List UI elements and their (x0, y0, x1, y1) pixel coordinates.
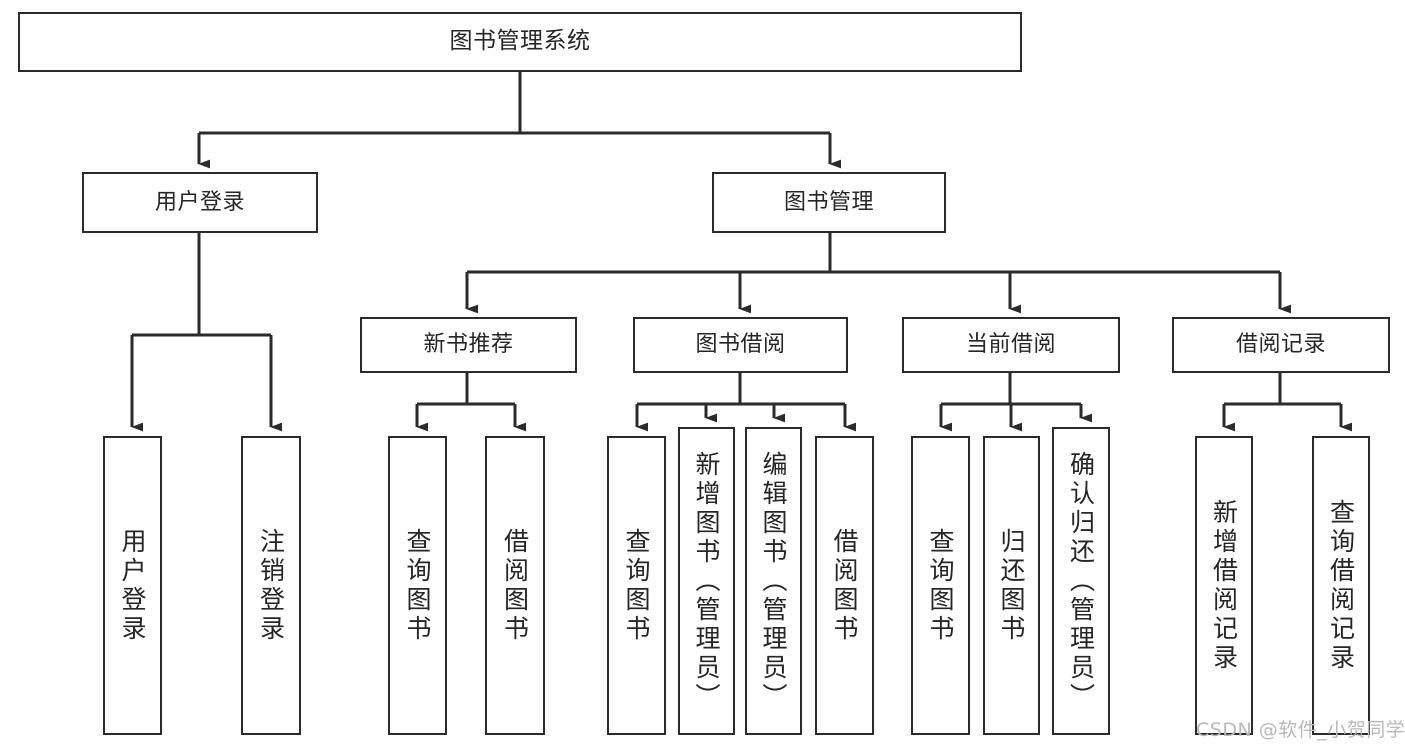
leaf-book-borrow-add-label: 新增图书（管理员） (692, 450, 721, 712)
leaf-book-borrow-query[interactable]: 查询图书 (607, 436, 666, 735)
leaf-new-book-borrow[interactable]: 借阅图书 (485, 436, 545, 735)
leaf-borrow-record-query[interactable]: 查询借阅记录 (1312, 436, 1370, 735)
leaf-book-borrow-borrow-label: 借阅图书 (830, 527, 859, 644)
leaf-book-borrow-edit[interactable]: 编辑图书（管理员） (745, 427, 802, 735)
node-book-borrow-label: 图书借阅 (695, 332, 786, 358)
leaf-book-borrow-borrow[interactable]: 借阅图书 (815, 436, 874, 735)
leaf-user-login-logout-label: 注销登录 (256, 527, 286, 644)
node-book-management-label: 图书管理 (783, 189, 874, 215)
node-book-borrow[interactable]: 图书借阅 (633, 317, 848, 373)
leaf-current-borrow-query-label: 查询图书 (926, 527, 955, 644)
leaf-user-login-login[interactable]: 用户登录 (103, 436, 162, 735)
leaf-book-borrow-add[interactable]: 新增图书（管理员） (678, 427, 735, 735)
node-book-management[interactable]: 图书管理 (712, 172, 946, 233)
leaf-book-borrow-query-label: 查询图书 (622, 527, 651, 644)
node-root-label: 图书管理系统 (449, 28, 591, 55)
leaf-user-login-logout[interactable]: 注销登录 (241, 436, 301, 735)
node-root-book-management-system[interactable]: 图书管理系统 (18, 12, 1022, 72)
leaf-current-borrow-confirm-return-label: 确认归还（管理员） (1066, 450, 1096, 712)
leaf-new-book-query-label: 查询图书 (403, 527, 432, 644)
leaf-borrow-record-add-label: 新增借阅记录 (1209, 498, 1239, 673)
leaf-current-borrow-query[interactable]: 查询图书 (911, 436, 970, 735)
leaf-borrow-record-add[interactable]: 新增借阅记录 (1195, 436, 1253, 735)
leaf-user-login-login-label: 用户登录 (118, 527, 147, 644)
node-new-book-recommend[interactable]: 新书推荐 (360, 317, 577, 373)
node-new-book-recommend-label: 新书推荐 (423, 332, 514, 358)
node-borrow-record-label: 借阅记录 (1235, 332, 1326, 358)
node-borrow-record[interactable]: 借阅记录 (1172, 317, 1390, 373)
node-user-login-label: 用户登录 (154, 189, 245, 215)
leaf-new-book-query[interactable]: 查询图书 (388, 436, 447, 735)
leaf-current-borrow-return[interactable]: 归还图书 (983, 436, 1040, 735)
leaf-book-borrow-edit-label: 编辑图书（管理员） (759, 450, 788, 712)
node-current-borrow-label: 当前借阅 (965, 332, 1056, 358)
leaf-current-borrow-confirm-return[interactable]: 确认归还（管理员） (1052, 427, 1110, 735)
node-user-login[interactable]: 用户登录 (82, 172, 318, 233)
csdn-watermark: CSDN @软件_小贺同学 (1196, 719, 1405, 741)
leaf-new-book-borrow-label: 借阅图书 (500, 527, 530, 644)
leaf-current-borrow-return-label: 归还图书 (997, 527, 1026, 644)
node-current-borrow[interactable]: 当前借阅 (902, 317, 1120, 373)
leaf-borrow-record-query-label: 查询借阅记录 (1326, 498, 1356, 673)
